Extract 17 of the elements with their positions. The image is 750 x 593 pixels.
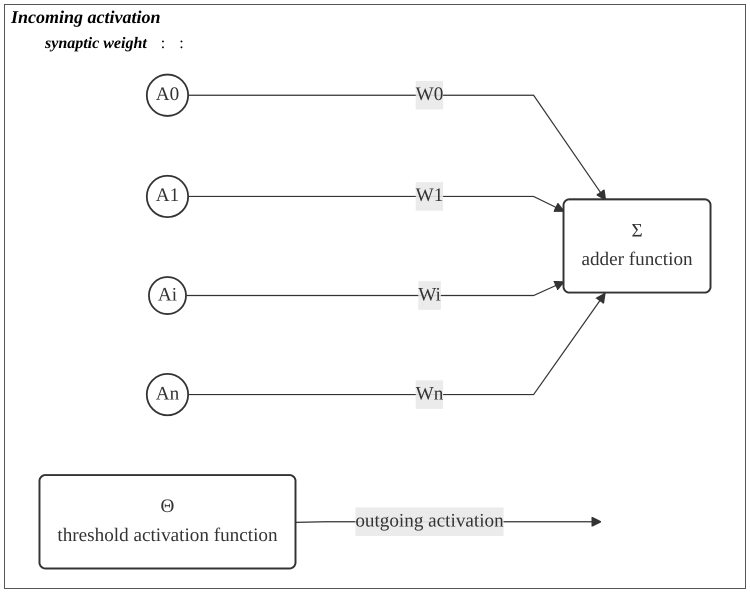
ellipsis-mark: : bbox=[160, 35, 166, 52]
edge-label: Wi bbox=[418, 284, 441, 306]
arrow bbox=[188, 292, 606, 396]
node-circle: An bbox=[146, 373, 190, 416]
node-circle: Ai bbox=[148, 276, 187, 315]
node-circle: A1 bbox=[146, 174, 190, 218]
edge-label: W0 bbox=[416, 84, 444, 105]
annotation-label: synaptic weight bbox=[45, 35, 147, 52]
edge-label: Wn bbox=[416, 384, 444, 404]
node-circle: A0 bbox=[146, 74, 190, 117]
arrow bbox=[186, 280, 565, 296]
edge-label: W1 bbox=[416, 186, 444, 206]
arrow bbox=[188, 196, 565, 212]
diagram-title: Incoming activation bbox=[11, 7, 161, 28]
ellipsis-mark: : bbox=[179, 35, 184, 52]
arrow bbox=[188, 94, 606, 200]
edge-label: outgoing activation bbox=[355, 510, 504, 532]
